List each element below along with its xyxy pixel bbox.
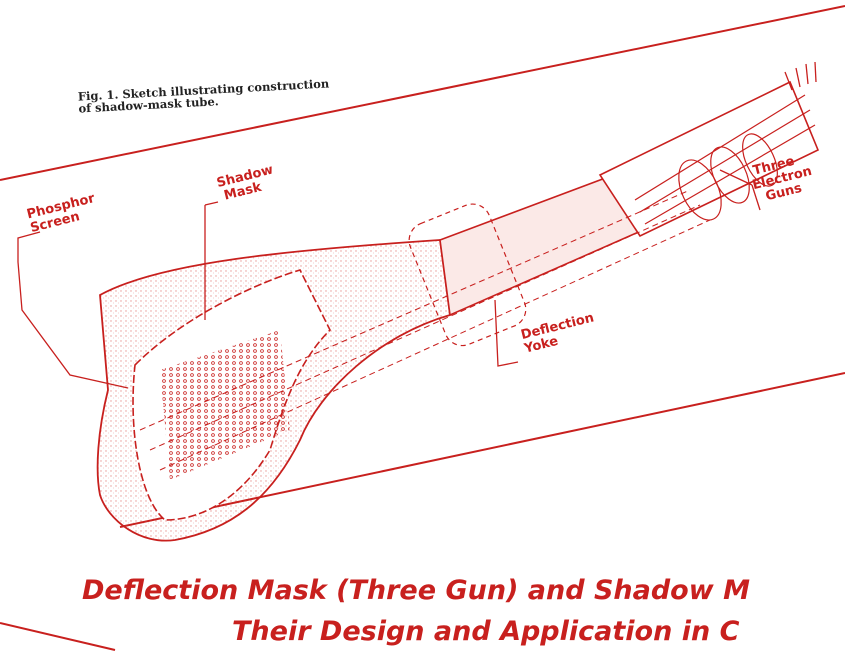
crt-tube (98, 62, 818, 541)
article-title-line-1: Deflection Mask (Three Gun) and Shadow M (82, 575, 750, 606)
article-title-line-2: Their Design and Application in C (232, 616, 739, 647)
